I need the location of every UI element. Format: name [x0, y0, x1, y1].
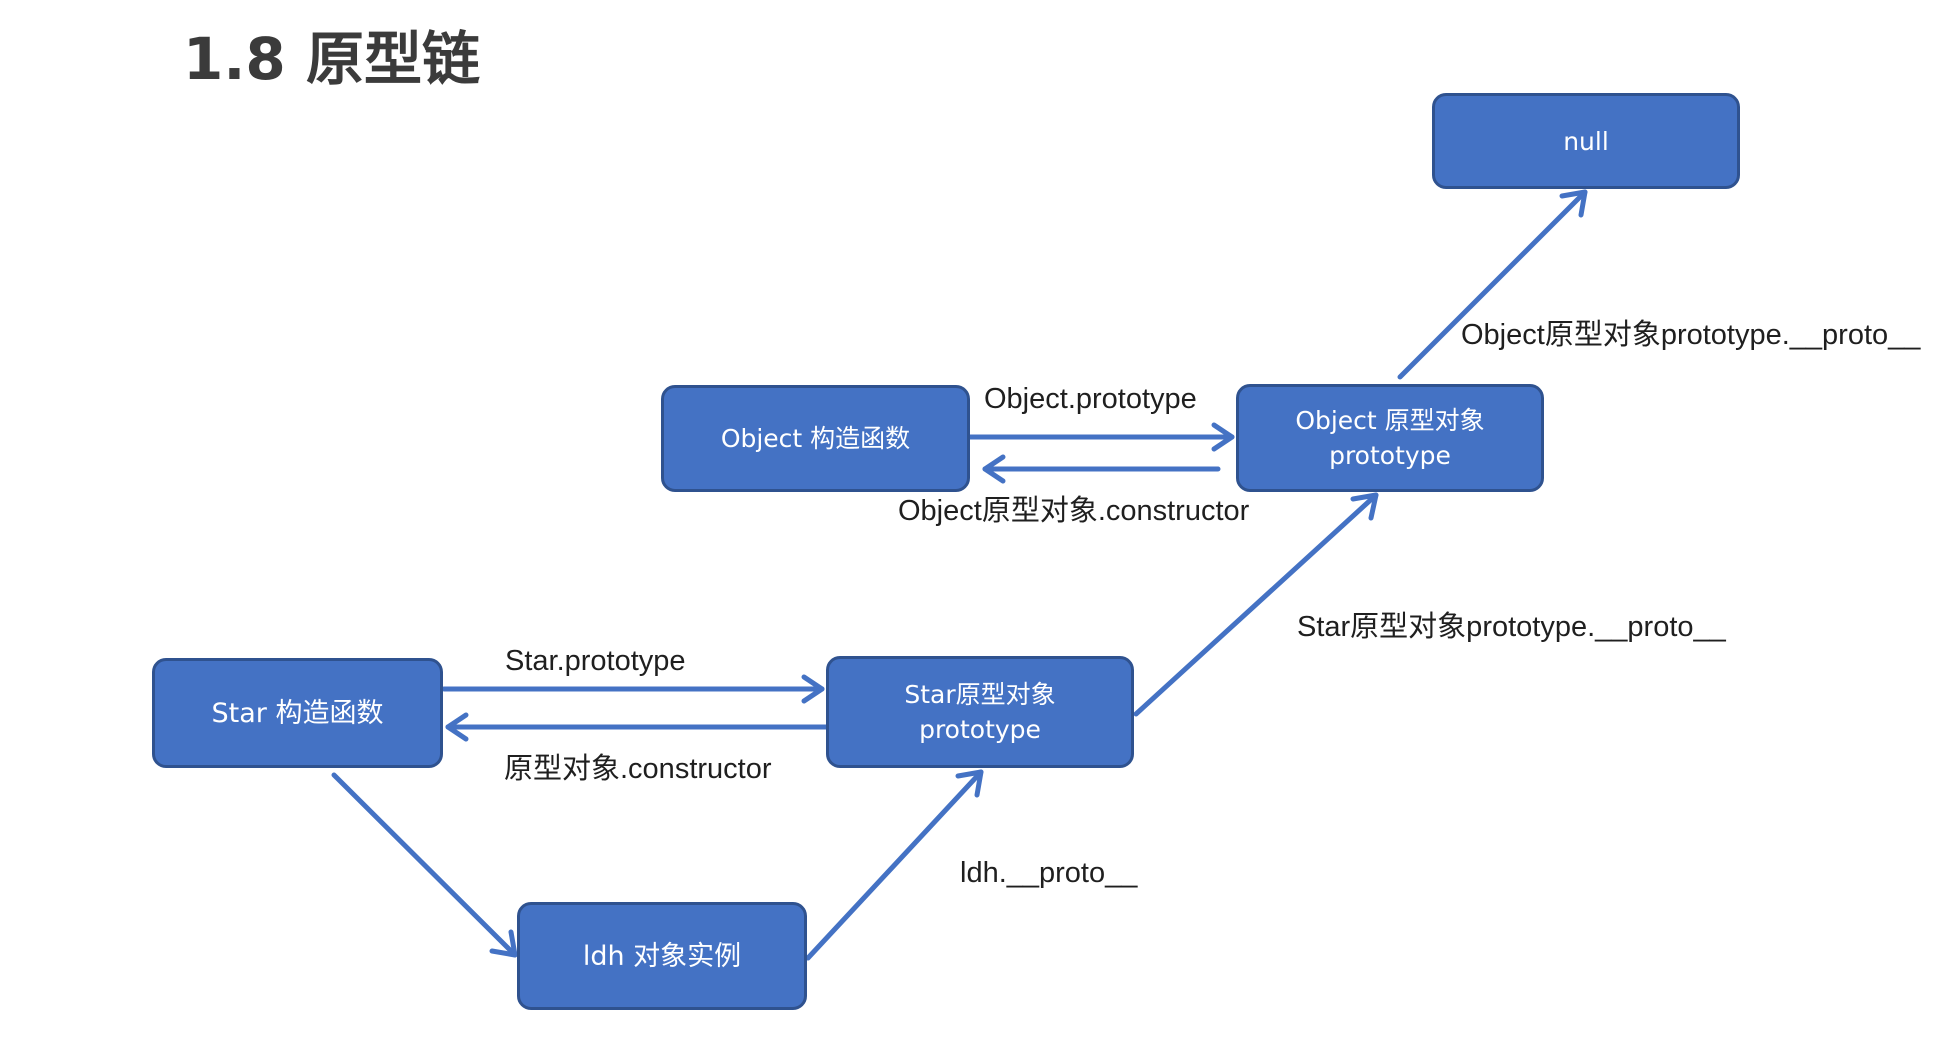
object-prototype-node: Object 原型对象 prototype: [1236, 384, 1544, 492]
arrow-star-proto-to-object-proto: [1133, 492, 1379, 717]
arrowhead-star-to-instance: [489, 929, 518, 958]
star-constructor-node: Star 构造函数: [152, 658, 443, 768]
ldh-instance-label: ldh 对象实例: [582, 940, 742, 972]
arrowhead-object-proto-to-null: [1559, 189, 1588, 218]
arrowhead-object-prototype-constructor: [982, 454, 1006, 484]
object-prototype-label-line2: prototype: [1329, 441, 1451, 470]
label-star-to-prototype: Star.prototype: [505, 645, 686, 677]
star-constructor-label: Star 构造函数: [211, 697, 384, 729]
arrowhead-star-to-prototype: [801, 674, 825, 704]
object-constructor-node: Object 构造函数: [661, 385, 970, 492]
arrowhead-star-prototype-constructor: [445, 712, 469, 742]
slide-title: 1.8 原型链: [183, 25, 480, 93]
ldh-instance-node: ldh 对象实例: [517, 902, 807, 1010]
null-node-label: null: [1563, 126, 1609, 156]
star-prototype-label-line2: prototype: [919, 715, 1041, 744]
label-ldh-proto: ldh.__proto__: [960, 857, 1138, 889]
arrowhead-object-to-prototype: [1211, 422, 1235, 452]
object-prototype-label-line1: Object 原型对象: [1295, 406, 1485, 435]
label-object-prototype-constructor: Object原型对象.constructor: [898, 495, 1250, 527]
null-node: null: [1432, 93, 1740, 189]
arrow-object-proto-to-null: [1397, 189, 1588, 380]
label-star-prototype-constructor: 原型对象.constructor: [504, 753, 772, 785]
arrow-ldh-proto: [805, 769, 984, 961]
label-object-to-prototype: Object.prototype: [984, 383, 1197, 415]
arrowhead-ldh-proto: [955, 769, 984, 798]
arrow-star-to-instance: [331, 772, 518, 958]
label-star-proto-to-object-proto: Star原型对象prototype.__proto__: [1297, 611, 1726, 643]
label-object-proto-to-null: Object原型对象prototype.__proto__: [1461, 319, 1921, 351]
arrowhead-star-proto-to-object-proto: [1350, 492, 1379, 521]
object-constructor-label: Object 构造函数: [720, 424, 911, 453]
star-prototype-node: Star原型对象 prototype: [826, 656, 1134, 768]
star-prototype-label-line1: Star原型对象: [904, 680, 1056, 709]
